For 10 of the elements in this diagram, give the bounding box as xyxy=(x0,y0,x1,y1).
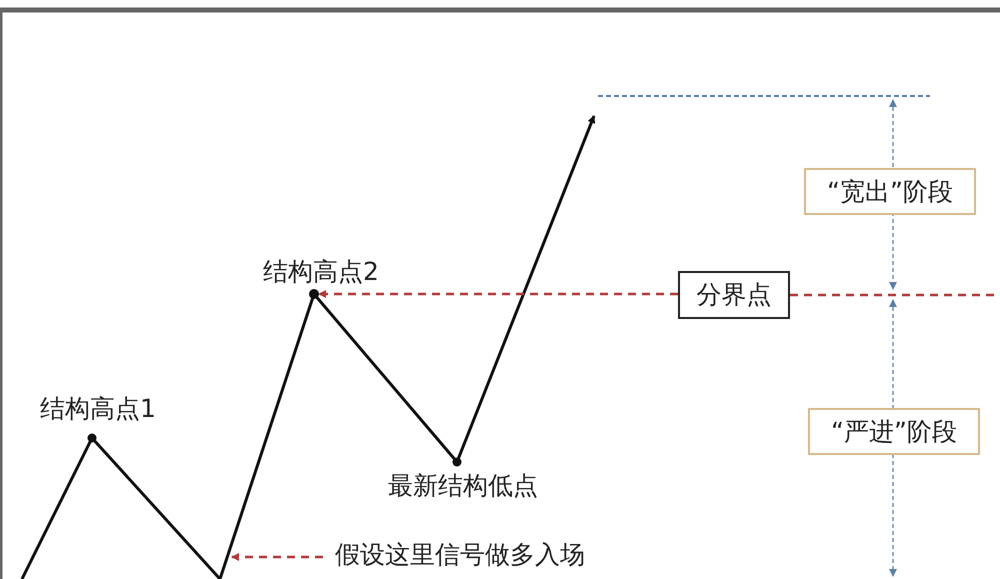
arrow xyxy=(318,290,678,298)
point-dot xyxy=(309,289,319,299)
boundary-box: 分界点 xyxy=(678,271,790,319)
point-label: 结构高点2 xyxy=(263,257,397,289)
point-label: 结构高点1 xyxy=(40,394,174,426)
note-text: 假设这里信号做多入场 xyxy=(335,540,625,572)
point-label: 最新结构低点 xyxy=(388,471,556,503)
phase-box: “严进”阶段 xyxy=(808,408,980,455)
arrow xyxy=(231,553,323,561)
phase-box: “宽出”阶段 xyxy=(804,168,976,215)
